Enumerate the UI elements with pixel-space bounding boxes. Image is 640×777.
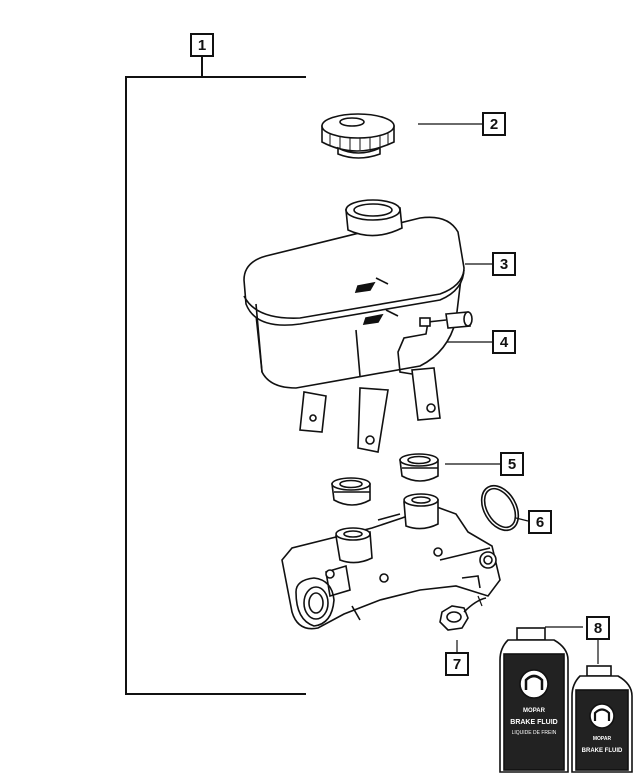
callout-4: 4	[492, 330, 516, 354]
callout-7: 7	[445, 652, 469, 676]
callout-2: 2	[482, 112, 506, 136]
master-cylinder	[281, 493, 501, 630]
callout-6: 6	[528, 510, 552, 534]
callout-8: 8	[586, 616, 610, 640]
brake-fluid-bottle-large	[499, 627, 569, 773]
bottle-large-subtitle: LIQUIDE DE FREIN	[512, 730, 557, 736]
bottle-small-brand: MOPAR	[593, 736, 612, 742]
o-ring	[480, 484, 520, 532]
bottle-large-product: BRAKE FLUID	[510, 719, 557, 726]
assembly-bracket	[125, 57, 306, 695]
callout-5: 5	[500, 452, 524, 476]
grommets	[331, 453, 439, 506]
bottle-large-brand: MOPAR	[523, 708, 546, 714]
bottle-small-product: BRAKE FLUID	[582, 748, 623, 754]
callout-1: 1	[190, 33, 214, 57]
reservoir-cap	[321, 113, 395, 159]
fluid-reservoir	[243, 199, 473, 453]
mounting-nut	[439, 597, 487, 631]
callout-3: 3	[492, 252, 516, 276]
brake-fluid-bottle-small	[571, 665, 633, 773]
level-sensor	[397, 317, 447, 375]
